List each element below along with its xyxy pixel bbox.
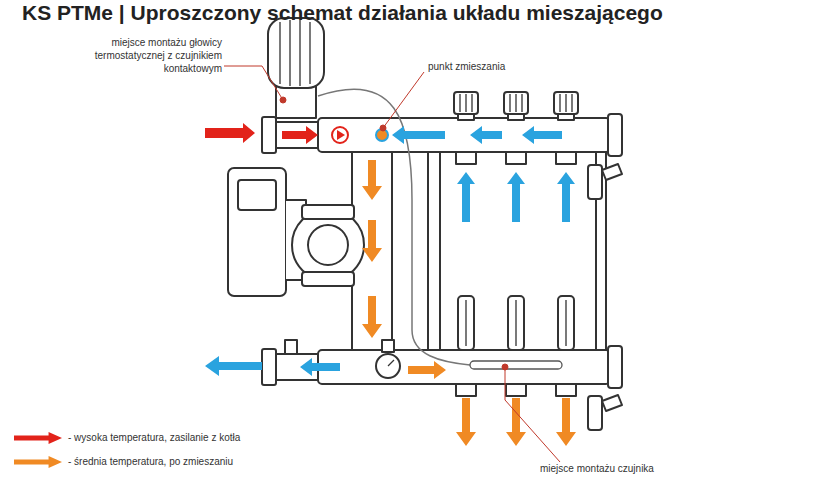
thermostatic-head [268, 18, 324, 88]
drain-valve [588, 396, 602, 430]
return-bar [318, 350, 610, 384]
legend-text: - średnia temperatura, po zmieszaniu [68, 455, 388, 468]
capillary-wire [318, 89, 470, 365]
legend-text: - wysoka temperatura, zasilanie z kotła [68, 431, 388, 444]
callout-label: miejsce montażu czujnika [540, 462, 740, 475]
leader-line [505, 367, 560, 462]
pressure-gauge [376, 354, 400, 378]
leader-line [383, 72, 424, 128]
supply-bar [318, 118, 610, 152]
sensor-pocket [470, 361, 562, 369]
pump-controller [228, 168, 286, 296]
callout-label: punkt zmieszania [428, 60, 548, 73]
leader-line [224, 66, 283, 100]
title: KS PTMe | Uproszczony schemat działania … [22, 0, 840, 26]
bypass-tube [428, 150, 440, 352]
callout-label: miejsce montażu głowicy termostatycznej … [92, 36, 222, 75]
drain-valve [588, 165, 602, 199]
legend-swatch [14, 432, 62, 444]
head-base [276, 86, 316, 118]
legend-swatch [14, 456, 62, 468]
